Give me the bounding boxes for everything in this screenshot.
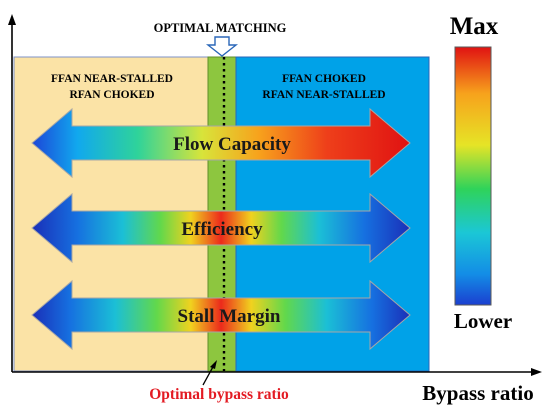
efficiency-label: Efficiency <box>181 219 263 240</box>
y-axis-arrowhead <box>8 14 16 25</box>
left-region-label-1: FFAN NEAR-STALLED <box>51 73 173 85</box>
x-axis-label: Bypass ratio <box>422 381 533 405</box>
optimal-bypass-ratio-label: Optimal bypass ratio <box>149 386 289 403</box>
optimal-ratio-pointer-head <box>210 360 217 369</box>
right-region-label-2: RFAN NEAR-STALLED <box>262 89 385 101</box>
left-region-label-2: RFAN CHOKED <box>69 89 154 101</box>
stall-margin-label: Stall Margin <box>178 306 281 327</box>
color-bar-max-label: Max <box>450 13 499 40</box>
efficiency-arrow <box>31 192 411 264</box>
flow-capacity-arrow <box>31 107 411 179</box>
optimal-ratio-pointer <box>202 364 215 386</box>
x-axis-arrowhead <box>531 368 542 376</box>
color-bar <box>454 46 492 306</box>
optimal-pointer-arrow <box>205 36 239 57</box>
right-region-label-1: FFAN CHOKED <box>282 73 366 85</box>
color-bar-lower-label: Lower <box>454 309 512 333</box>
optimal-matching-label: OPTIMAL MATCHING <box>154 21 287 35</box>
stall-margin-arrow <box>31 279 411 351</box>
flow-capacity-label: Flow Capacity <box>173 134 291 155</box>
